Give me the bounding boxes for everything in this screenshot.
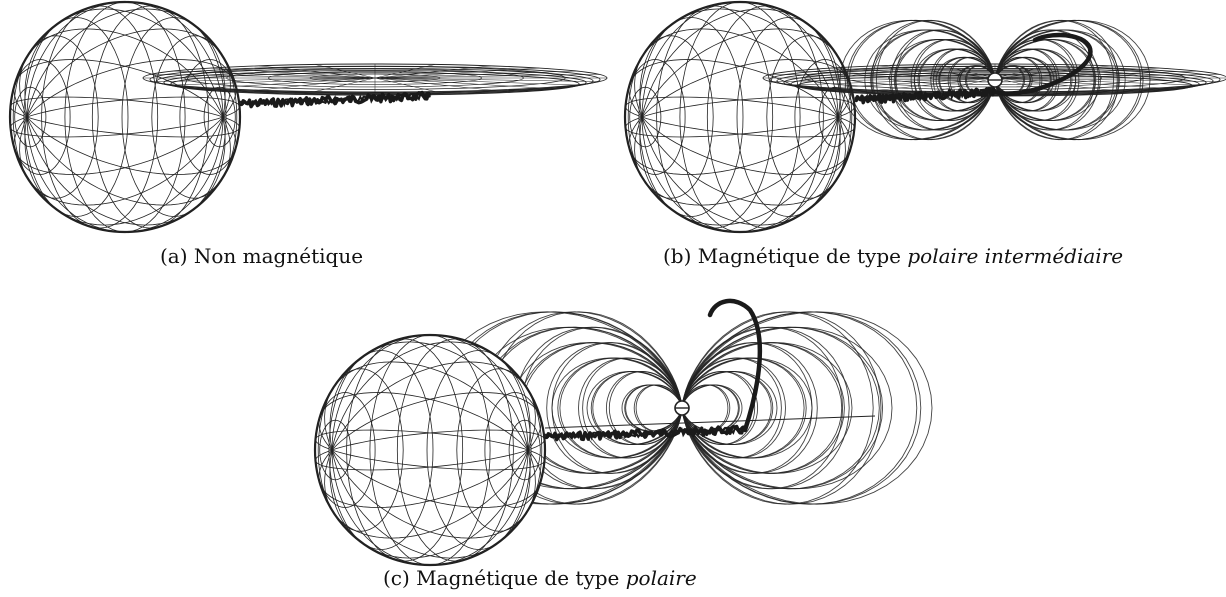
caption-c: (c) Magnétique de type polaire: [383, 566, 697, 590]
caption-b-label: (b): [663, 244, 691, 268]
white-dwarf: [675, 401, 689, 415]
panel-a-drawing: [0, 0, 620, 230]
caption-c-text: Magnétique de type: [416, 566, 619, 590]
caption-a: (a) Non magnétique: [160, 244, 363, 268]
caption-a-label: (a): [160, 244, 188, 268]
panel-b-drawing: [615, 0, 1226, 230]
panel-a-non-magnetic: [0, 0, 620, 230]
panel-c-polar: [305, 280, 945, 555]
caption-c-italic: polaire: [626, 566, 697, 590]
companion-star-wireframe: [625, 2, 855, 232]
white-dwarf: [988, 73, 1002, 87]
companion-star-wireframe: [315, 335, 545, 565]
caption-b-text: Magnétique de type: [698, 244, 901, 268]
caption-a-text: Non magnétique: [194, 244, 363, 268]
caption-b: (b) Magnétique de type polaire intermédi…: [663, 244, 1123, 268]
panel-c-drawing: [305, 280, 945, 555]
companion-star-wireframe: [10, 2, 240, 232]
caption-c-label: (c): [383, 566, 410, 590]
panel-b-intermediate-polar: [615, 0, 1226, 230]
caption-b-italic: polaire intermédiaire: [907, 244, 1123, 268]
